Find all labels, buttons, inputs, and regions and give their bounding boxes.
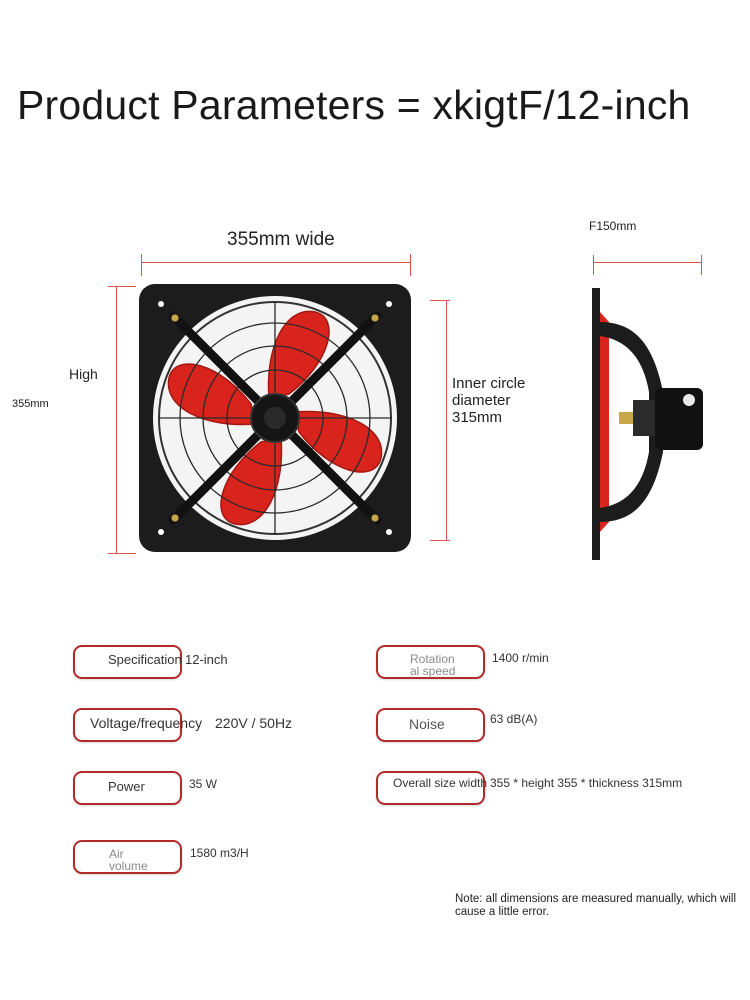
air-volume-label-1: Air bbox=[109, 847, 124, 861]
exhaust-fan-side-image bbox=[592, 288, 703, 560]
specification-chip bbox=[73, 645, 182, 679]
overall-size-chip bbox=[376, 771, 485, 805]
depth-label: F150mm bbox=[589, 219, 637, 233]
depth-tick-right bbox=[701, 255, 702, 275]
high-label: High bbox=[69, 366, 98, 382]
rotation-label-2: al speed bbox=[410, 664, 456, 678]
width-dimension-line bbox=[141, 262, 411, 263]
noise-value: 63 dB(A) bbox=[490, 712, 538, 726]
high-value: 355mm bbox=[12, 398, 49, 410]
voltage-label: Voltage/frequency bbox=[90, 715, 203, 731]
exhaust-fan-front-image bbox=[139, 284, 411, 552]
height-dimension-line bbox=[116, 286, 117, 554]
air-volume-label-2: volume bbox=[109, 859, 148, 873]
overall-size-label: Overall size width bbox=[393, 776, 488, 790]
page-title: Product Parameters = xkigtF/12-inch bbox=[17, 82, 691, 128]
air-volume-value: 1580 m3/H bbox=[190, 846, 249, 860]
width-dimension-tick-left bbox=[141, 254, 142, 276]
depth-dimension-line bbox=[593, 262, 702, 263]
inner-circle-label: Inner circle diameter 315mm bbox=[452, 375, 526, 426]
depth-tick-left bbox=[593, 255, 594, 275]
width-dimension-label: 355mm wide bbox=[227, 229, 335, 250]
height-dimension-tick-bottom bbox=[108, 553, 136, 554]
power-chip bbox=[73, 771, 182, 805]
specification-value: 12-inch bbox=[185, 652, 228, 667]
inner-diameter-tick-bottom bbox=[430, 540, 450, 541]
voltage-chip bbox=[73, 708, 182, 742]
height-dimension-tick-top bbox=[108, 286, 136, 287]
width-dimension-tick-right bbox=[410, 254, 411, 276]
measurement-note: Note: all dimensions are measured manual… bbox=[455, 893, 737, 918]
voltage-value: 220V / 50Hz bbox=[215, 715, 293, 731]
power-value: 35 W bbox=[189, 777, 218, 791]
air-volume-chip bbox=[73, 840, 182, 874]
rotation-label-1: Rotation bbox=[410, 652, 455, 666]
overall-size-value: 355 * height 355 * thickness 315mm bbox=[490, 776, 683, 790]
rotation-value: 1400 r/min bbox=[492, 651, 549, 665]
noise-chip bbox=[376, 708, 485, 742]
specification-label: Specification bbox=[108, 652, 182, 667]
noise-label: Noise bbox=[409, 716, 445, 732]
inner-diameter-tick-top bbox=[430, 300, 450, 301]
inner-diameter-line bbox=[446, 300, 447, 541]
rotation-chip bbox=[376, 645, 485, 679]
power-label: Power bbox=[108, 779, 145, 794]
